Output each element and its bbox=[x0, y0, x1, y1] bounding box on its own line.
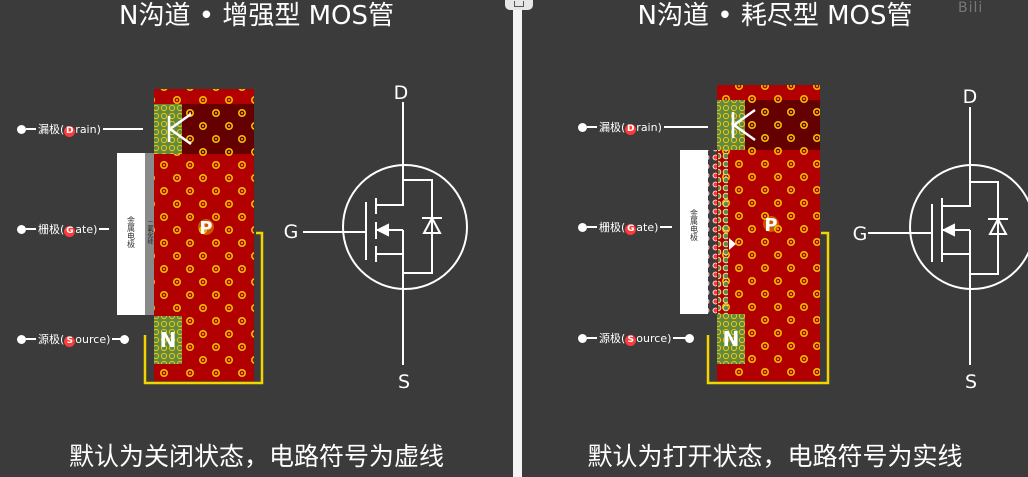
panel-divider bbox=[513, 0, 522, 477]
depletion-diagram: N 金属电极 P D G S bbox=[680, 85, 1028, 393]
source-n-label: N bbox=[723, 327, 740, 351]
substrate-p-label: P bbox=[764, 215, 777, 236]
watermark-logo: Bili bbox=[958, 0, 984, 16]
drain-diode-icon bbox=[167, 112, 192, 146]
enhancement-diagram: N 金属电极 二氧化硅 P bbox=[117, 82, 468, 393]
drain-diode-icon bbox=[731, 108, 756, 142]
terminal-dot-icon bbox=[17, 334, 26, 344]
metal-electrode-label: 金属电极 bbox=[127, 215, 136, 249]
oxide-layer bbox=[145, 153, 154, 315]
symbol-d-label: D bbox=[963, 86, 978, 108]
substrate-wire bbox=[143, 231, 264, 385]
source-n-label: N bbox=[160, 328, 177, 352]
symbol-s-label: S bbox=[965, 371, 977, 393]
substrate-p-label: P bbox=[199, 218, 212, 239]
cursor-icon bbox=[729, 238, 736, 250]
terminal-dot-icon bbox=[17, 224, 26, 234]
substrate-p-badge bbox=[198, 219, 214, 235]
metal-electrode bbox=[117, 153, 145, 315]
symbol-g-label: G bbox=[853, 223, 868, 245]
depletion-mosfet-symbol bbox=[868, 107, 1028, 365]
terminal-dot-icon bbox=[578, 122, 587, 132]
metal-electrode bbox=[680, 150, 708, 314]
n-channel bbox=[718, 150, 728, 314]
enhancement-panel: N沟道 • 增强型 MOS管 N bbox=[0, 0, 513, 477]
terminal-dot-icon bbox=[578, 333, 587, 343]
terminal-dot-icon bbox=[17, 124, 26, 134]
depletion-panel: N沟道 • 耗尽型 MOS管 Bili bbox=[522, 0, 1028, 477]
enhancement-mosfet-symbol bbox=[303, 102, 468, 365]
depletion-title: N沟道 • 耗尽型 MOS管 bbox=[637, 1, 913, 31]
substrate-wire bbox=[706, 231, 830, 385]
depletion-caption: 默认为打开状态，电路符号为实线 bbox=[587, 442, 963, 471]
terminal-dot-icon bbox=[578, 222, 587, 232]
metal-electrode-label: 金属电极 bbox=[690, 208, 699, 242]
symbol-d-label: D bbox=[394, 82, 409, 104]
window-toggle-icon[interactable] bbox=[505, 0, 533, 10]
enhancement-caption: 默认为关闭状态，电路符号为虚线 bbox=[68, 442, 444, 471]
oxide-layer-label: 二氧化硅 bbox=[146, 220, 153, 244]
symbol-g-label: G bbox=[284, 221, 299, 243]
enhancement-title: N沟道 • 增强型 MOS管 bbox=[119, 1, 394, 31]
gate-charge-layer bbox=[708, 150, 717, 314]
symbol-s-label: S bbox=[398, 371, 410, 393]
substrate-p-badge bbox=[763, 216, 779, 232]
